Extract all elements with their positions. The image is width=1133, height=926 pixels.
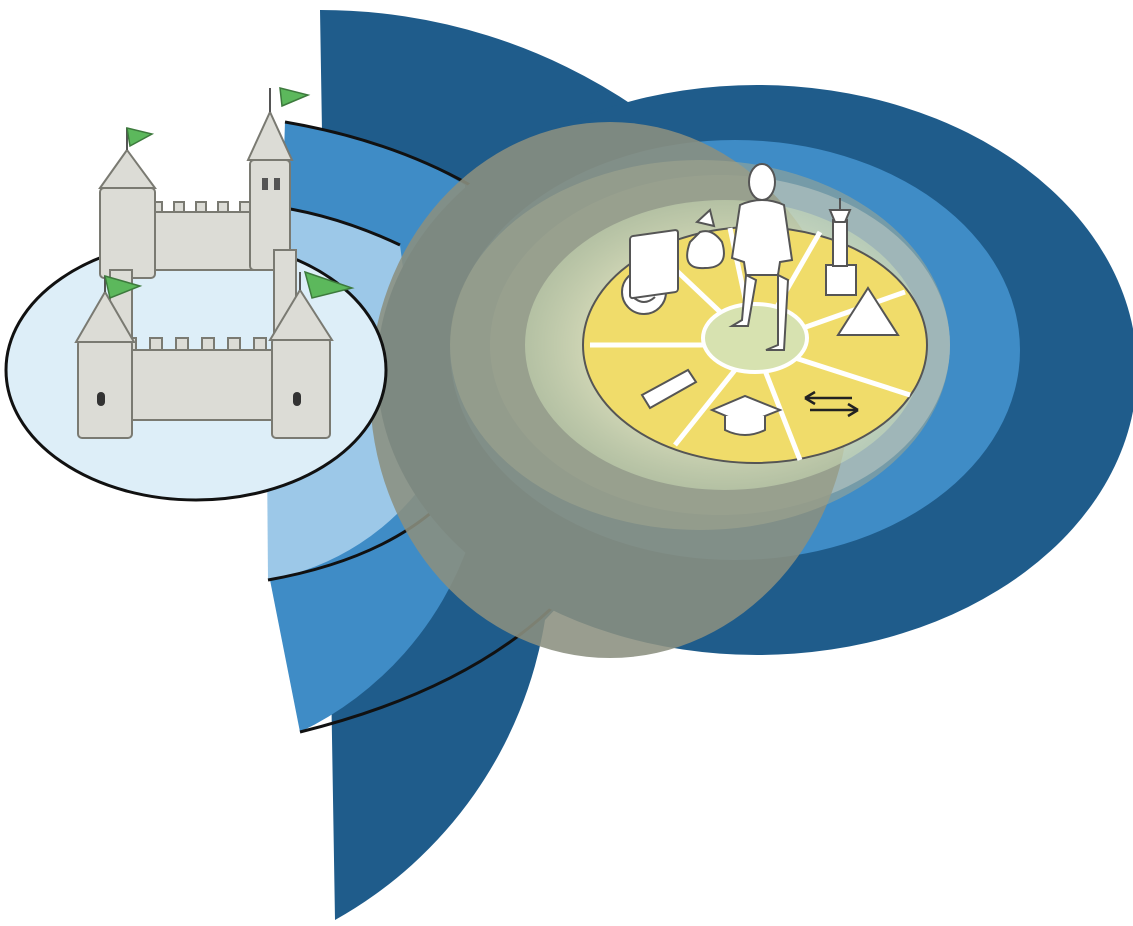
wheel-hub bbox=[703, 304, 807, 372]
